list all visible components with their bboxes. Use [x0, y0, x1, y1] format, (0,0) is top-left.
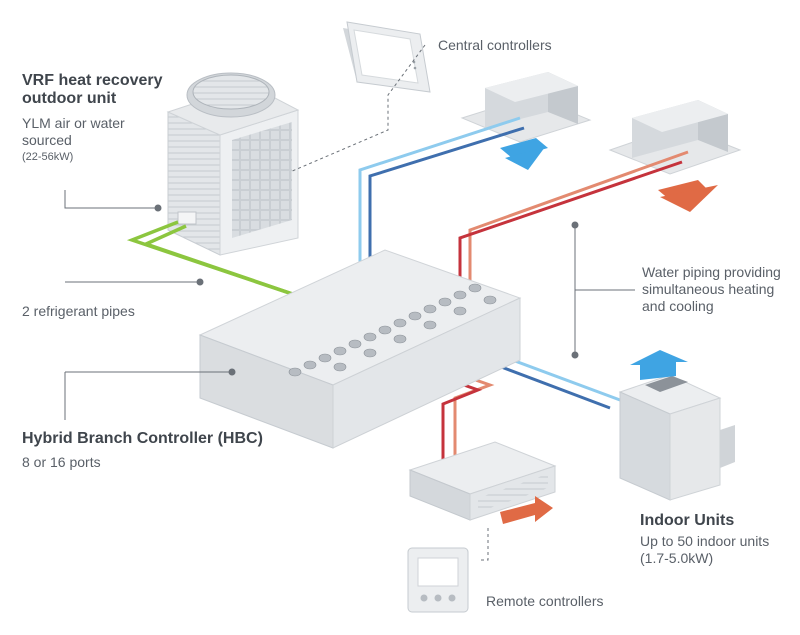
water-piping-label: Water piping providing simultaneous heat…	[642, 264, 781, 314]
central-controllers-label: Central controllers	[438, 37, 552, 53]
central-controller-device	[343, 21, 431, 93]
indoor-units-range: (1.7-5.0kW)	[640, 550, 714, 566]
remote-controllers-label: Remote controllers	[486, 593, 604, 609]
indoor-units-subtitle: Up to 50 indoor units	[640, 533, 770, 549]
indoor-units-title: Indoor Units	[640, 512, 735, 529]
indoor-cassette-cooling	[460, 72, 592, 170]
outdoor-unit-range: (22-56kW)	[22, 151, 74, 163]
ducted-indoor-unit	[408, 441, 557, 524]
refrigerant-pipes-label: 2 refrigerant pipes	[22, 303, 135, 319]
hbc-title: Hybrid Branch Controller (HBC)	[22, 430, 263, 447]
outdoor-unit	[166, 72, 300, 256]
leader-lines	[64, 44, 635, 561]
remote-controller-device	[407, 547, 469, 613]
outdoor-unit-title: VRF heat recovery outdoor unit	[22, 72, 163, 107]
indoor-cassette-heating	[608, 100, 742, 212]
fan-coil-unit	[618, 350, 735, 501]
hbc-ports: 8 or 16 ports	[22, 454, 101, 470]
outdoor-unit-subtitle: YLM air or water sourced	[22, 115, 125, 148]
hbc-box	[198, 249, 522, 449]
